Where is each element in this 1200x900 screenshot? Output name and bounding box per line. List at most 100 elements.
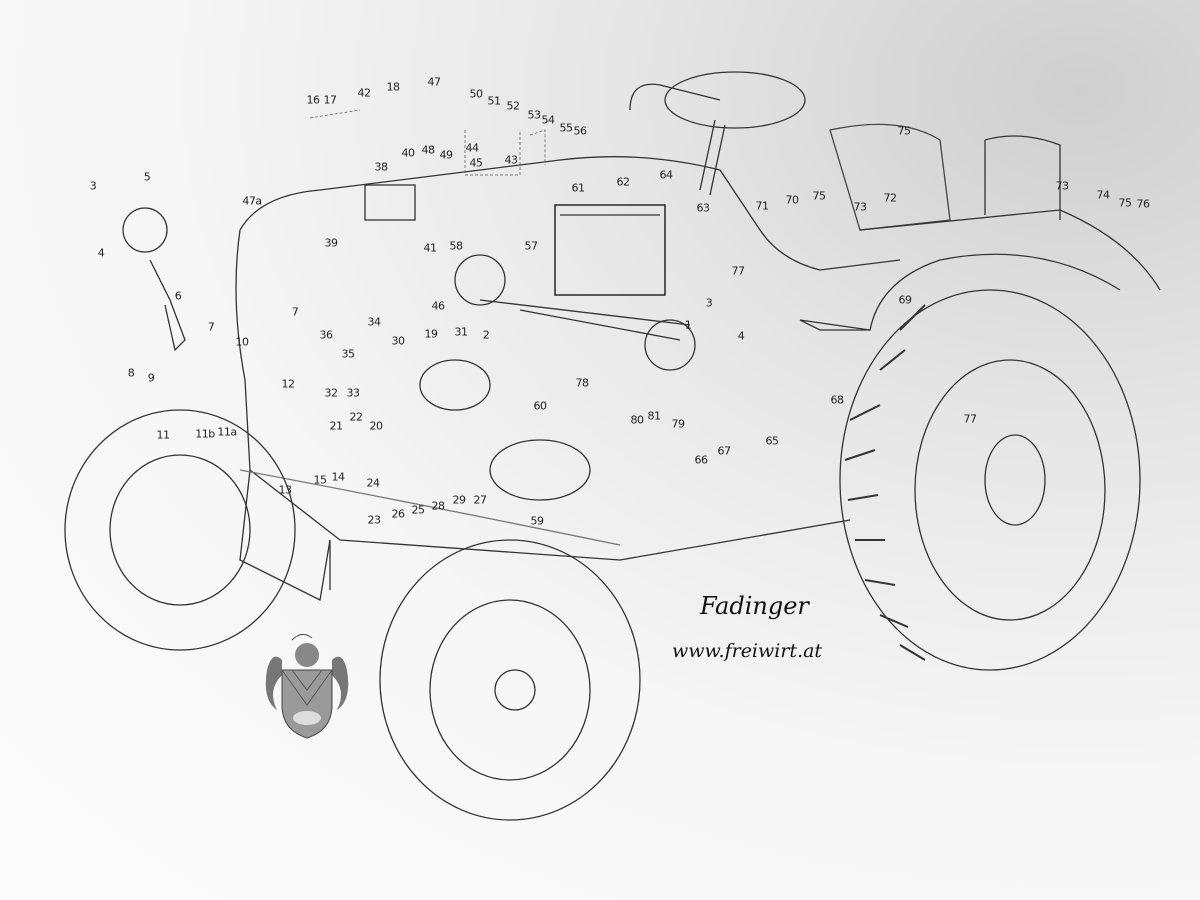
part-label: 60 (533, 399, 548, 413)
part-label: 49 (439, 148, 454, 162)
part-label: 28 (431, 499, 446, 513)
part-label: 41 (423, 241, 438, 255)
part-label: 76 (1136, 197, 1151, 211)
part-label: 53 (527, 108, 542, 122)
headlight-left (454, 254, 506, 306)
dynamo (419, 359, 491, 411)
part-label: 46 (431, 299, 446, 313)
body-side (235, 229, 851, 561)
starter (489, 439, 591, 501)
part-label: 56 (573, 124, 588, 138)
part-label: 43 (504, 153, 519, 167)
part-label: 13 (278, 483, 293, 497)
part-label: 34 (367, 315, 382, 329)
part-label: 40 (401, 146, 416, 160)
part-label: 77 (963, 412, 978, 426)
part-label: 30 (391, 334, 406, 348)
part-label: 80 (630, 413, 645, 427)
part-label: 73 (1055, 179, 1070, 193)
part-label: 11 (156, 428, 171, 442)
part-label: 66 (694, 453, 709, 467)
part-label: 75 (1118, 196, 1133, 210)
part-label: 11b (195, 427, 215, 441)
part-label: 67 (717, 444, 732, 458)
part-label: 77 (731, 264, 746, 278)
part-label: 20 (369, 419, 384, 433)
steering-wheel (664, 71, 806, 129)
part-label: 4 (97, 246, 105, 260)
part-label: 39 (324, 236, 339, 250)
seat-frame (629, 83, 1061, 220)
part-label: 29 (452, 493, 467, 507)
part-label: 59 (530, 514, 545, 528)
part-label: 6 (174, 289, 182, 303)
part-label: 26 (391, 507, 406, 521)
part-label: 35 (341, 347, 356, 361)
part-label: 71 (755, 199, 770, 213)
front-right-wheel (379, 539, 641, 821)
leader-lines (309, 109, 546, 176)
part-label: 36 (319, 328, 334, 342)
hood-outline (239, 156, 901, 271)
part-label: 7 (291, 305, 299, 319)
brand-url[interactable]: www.freiwirt.at (672, 640, 823, 662)
part-label: 69 (898, 293, 913, 307)
part-label: 14 (331, 470, 346, 484)
part-label: 5 (143, 170, 151, 184)
part-label: 52 (506, 99, 521, 113)
part-label: 12 (281, 377, 296, 391)
part-label: 75 (897, 124, 912, 138)
part-label: 54 (541, 113, 556, 127)
part-label: 64 (659, 168, 674, 182)
part-label: 51 (487, 94, 502, 108)
part-label: 68 (830, 393, 845, 407)
front-left-wheel (64, 409, 296, 651)
part-label: 8 (127, 366, 135, 380)
part-label: 3 (705, 296, 713, 310)
part-label: 15 (313, 473, 328, 487)
part-label: 57 (524, 239, 539, 253)
part-label: 10 (235, 335, 250, 349)
part-label: 65 (765, 434, 780, 448)
part-label: 11a (217, 425, 237, 439)
regulator (364, 184, 416, 221)
part-label: 47 (427, 75, 442, 89)
coat-of-arms-icon (265, 634, 349, 739)
part-label: 27 (473, 493, 488, 507)
part-label: 72 (883, 191, 898, 205)
part-label: 38 (374, 160, 389, 174)
part-label: 50 (469, 87, 484, 101)
part-label: 73 (853, 200, 868, 214)
part-label: 31 (454, 325, 469, 339)
engine-line (239, 469, 621, 546)
part-label: 78 (575, 376, 590, 390)
part-label: 9 (147, 371, 155, 385)
part-label: 21 (329, 419, 344, 433)
part-label: 45 (469, 156, 484, 170)
rear-wheel (839, 289, 1141, 671)
battery (554, 204, 666, 296)
part-label: 24 (366, 476, 381, 490)
part-label: 61 (571, 181, 586, 195)
part-label: 1 (684, 318, 692, 332)
part-label: 58 (449, 239, 464, 253)
part-label: 3 (89, 179, 97, 193)
part-label: 75 (812, 189, 827, 203)
part-label: 16 (306, 93, 321, 107)
part-label: 81 (647, 409, 662, 423)
part-label: 23 (367, 513, 382, 527)
part-label: 18 (386, 80, 401, 94)
brand-name: Fadinger (700, 592, 809, 620)
part-label: 79 (671, 417, 686, 431)
part-label: 17 (323, 93, 338, 107)
headlight-right (644, 319, 696, 371)
part-label: 48 (421, 143, 436, 157)
part-label: 62 (616, 175, 631, 189)
part-label: 32 (324, 386, 339, 400)
part-label: 44 (465, 141, 480, 155)
part-label: 70 (785, 193, 800, 207)
part-label: 63 (696, 201, 711, 215)
part-label: 47a (242, 194, 262, 208)
part-label: 22 (349, 410, 364, 424)
part-label: 25 (411, 503, 426, 517)
